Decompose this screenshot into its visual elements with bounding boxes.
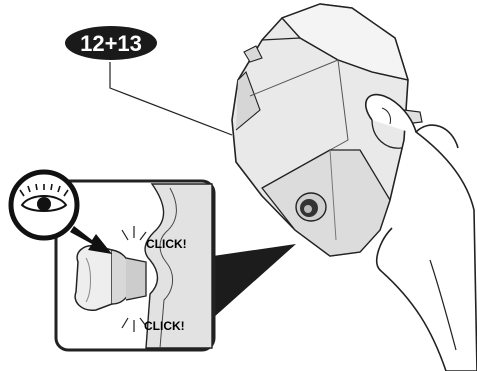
detail-pointer-wedge <box>213 244 296 318</box>
detail-callout: CLICK! CLICK! <box>56 181 214 350</box>
device-housing <box>232 4 422 256</box>
device-knob <box>296 193 326 221</box>
click-label-top: CLICK! <box>146 237 187 251</box>
click-label-bottom: CLICK! <box>144 319 185 333</box>
step-badge-label: 12+13 <box>80 31 142 56</box>
step-badge: 12+13 <box>65 26 157 60</box>
eye-icon <box>11 172 77 238</box>
badge-leader-line <box>110 62 232 135</box>
